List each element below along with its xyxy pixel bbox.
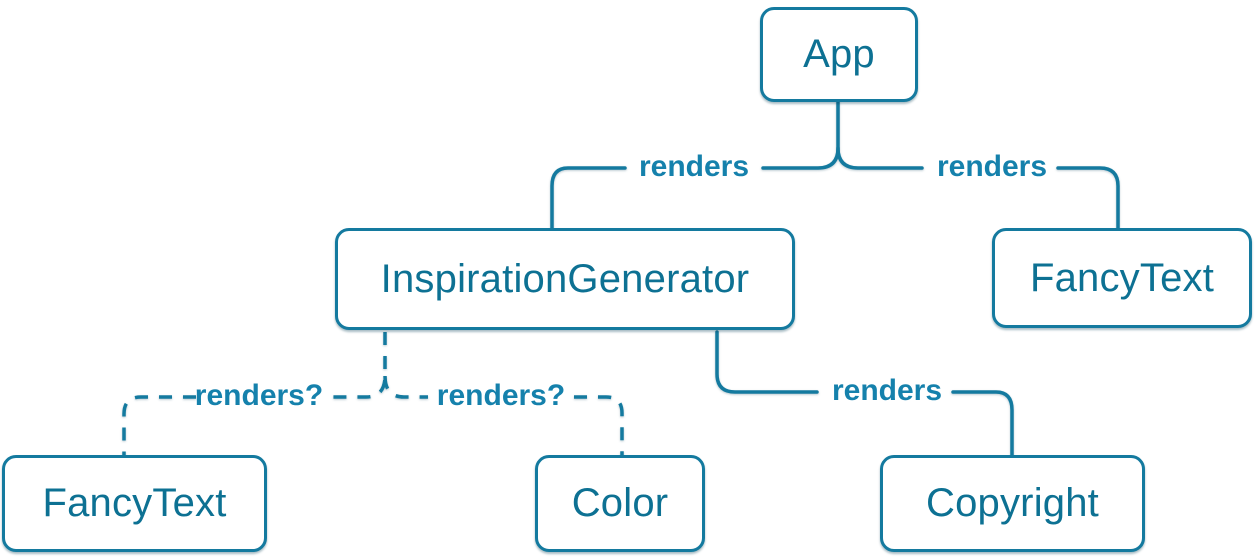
node-color-label: Color xyxy=(571,481,669,525)
node-fancy-text-top-label: FancyText xyxy=(1029,255,1215,300)
edge-label-app-fancytext: renders xyxy=(936,150,1048,183)
node-color: Color xyxy=(535,455,705,552)
edge-inspirationgenerator-to-color-dashed xyxy=(383,375,624,456)
node-copyright: Copyright xyxy=(880,455,1145,552)
node-app-label: App xyxy=(803,32,875,76)
node-fancy-text-bottom-label: FancyText xyxy=(42,481,227,525)
edge-app-to-fancytext xyxy=(836,146,1120,232)
node-inspiration-generator-label: InspirationGenerator xyxy=(380,256,750,301)
edge-label-app-inspirationgenerator: renders xyxy=(638,150,750,183)
node-app: App xyxy=(760,7,918,102)
edge-inspirationgenerator-to-copyright xyxy=(715,330,1014,459)
node-fancy-text-bottom: FancyText xyxy=(2,455,267,552)
node-fancy-text-top: FancyText xyxy=(992,228,1252,328)
node-copyright-label: Copyright xyxy=(926,481,1099,525)
node-inspiration-generator: InspirationGenerator xyxy=(335,228,795,330)
edge-label-inspirationgenerator-color: renders? xyxy=(436,379,566,412)
edge-label-inspirationgenerator-fancytext: renders? xyxy=(194,379,324,412)
edge-label-inspirationgenerator-copyright: renders xyxy=(831,374,943,407)
edge-inspirationgenerator-to-fancytext-dashed xyxy=(122,332,387,455)
